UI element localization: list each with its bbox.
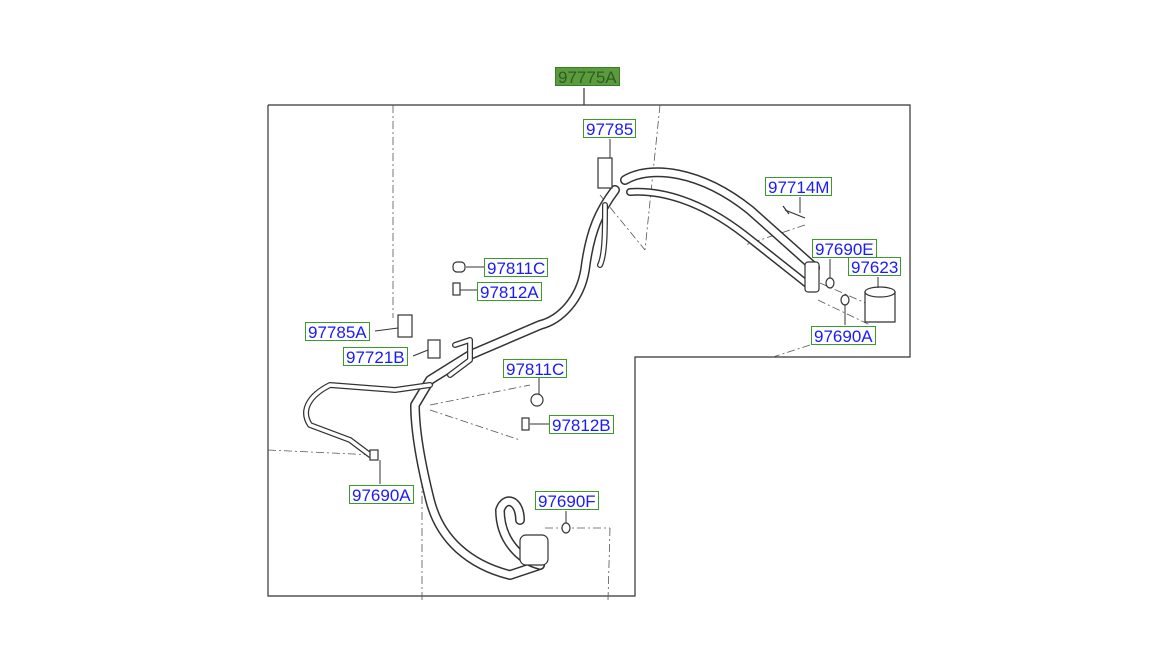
assembly-frame <box>267 88 911 597</box>
o-ring-97690F <box>561 522 571 534</box>
callout-97690F[interactable]: 97690F <box>535 491 599 511</box>
compressor-fitting <box>519 534 549 566</box>
callout-97690A-right[interactable]: 97690A <box>811 326 876 346</box>
valve-97812A <box>452 282 461 296</box>
callout-97812B[interactable]: 97812B <box>549 415 614 435</box>
o-ring-97690E <box>825 277 835 289</box>
hoses <box>303 167 820 580</box>
o-ring-97690A <box>840 294 850 306</box>
bracket-97785A <box>397 314 413 338</box>
valve-97812B <box>521 417 530 431</box>
block-fitting <box>804 261 820 293</box>
callout-97811C-top[interactable]: 97811C <box>484 258 549 278</box>
callout-97690A-left[interactable]: 97690A <box>349 485 414 505</box>
sensor-97721B <box>427 339 441 359</box>
reference-lines <box>267 104 871 601</box>
bolt-97714M <box>782 205 806 219</box>
callout-97785A[interactable]: 97785A <box>305 322 370 342</box>
callout-97721B[interactable]: 97721B <box>343 347 408 367</box>
callout-97690E[interactable]: 97690E <box>812 239 877 259</box>
callout-97812A[interactable]: 97812A <box>477 282 542 302</box>
callout-97714M[interactable]: 97714M <box>765 177 833 197</box>
assembly-label[interactable]: 97775A <box>555 67 620 87</box>
cap-97811C <box>452 261 466 273</box>
callout-97811C-mid[interactable]: 97811C <box>503 359 568 379</box>
o-ring-97690A-left <box>369 449 379 461</box>
cap-97811C-mid <box>530 393 544 407</box>
leader-lines <box>374 139 879 523</box>
callout-97785[interactable]: 97785 <box>583 119 637 139</box>
callout-97623[interactable]: 97623 <box>848 257 902 277</box>
bracket-97785 <box>597 157 613 189</box>
components <box>369 157 896 566</box>
